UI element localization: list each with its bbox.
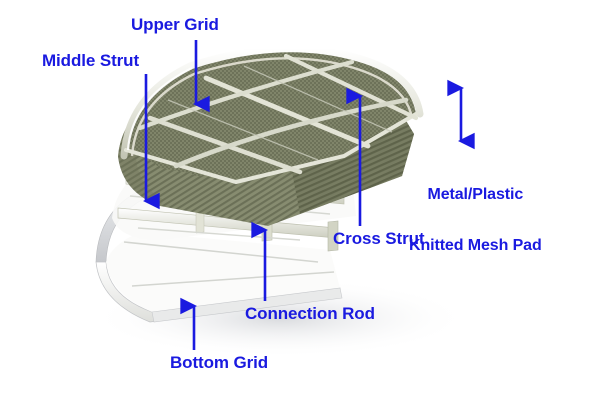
label-connection-rod: Connection Rod: [245, 304, 375, 323]
upper-grid-struts: [137, 53, 419, 175]
label-mesh-pad-line2: Knitted Mesh Pad: [409, 237, 542, 255]
label-cross-strut-text: Cross Strut: [333, 229, 425, 248]
knitted-mesh-pad: [118, 45, 424, 226]
cross-strut-3: [283, 53, 419, 121]
label-middle-strut-text: Middle Strut: [42, 51, 140, 70]
label-bottom-grid: Bottom Grid: [170, 353, 269, 372]
transverse-strut-1: [137, 59, 355, 131]
annotation-arrows: [142, 40, 475, 350]
pad-outer-rim: [120, 45, 424, 160]
label-middle-strut: Middle Strut: [42, 51, 140, 70]
label-upper-grid-text: Upper Grid: [131, 15, 219, 34]
label-mesh-pad-line1: Metal/Plastic: [427, 185, 524, 203]
transverse-strut-2: [173, 97, 409, 169]
label-cross-strut: Cross Strut: [333, 229, 425, 248]
cross-strut-2: [203, 75, 371, 149]
label-connection-rod-text: Connection Rod: [245, 304, 375, 323]
label-upper-grid: Upper Grid: [131, 15, 219, 34]
label-metal-plastic-knitted-mesh-pad: Metal/Plastic Knitted Mesh Pad: [409, 151, 542, 289]
label-bottom-grid-text: Bottom Grid: [170, 353, 269, 372]
